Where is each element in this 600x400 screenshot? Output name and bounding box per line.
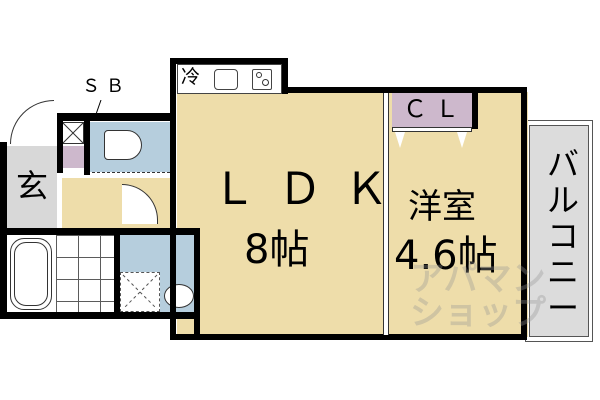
stove-icon — [252, 69, 272, 90]
shoe-box-storage — [63, 146, 84, 168]
fridge-label: 冷 — [181, 66, 201, 88]
ldk-size-label: 8帖 — [244, 227, 310, 273]
entrance — [7, 146, 57, 230]
bathtub-icon — [10, 238, 52, 310]
washer-space — [120, 272, 160, 312]
balcony — [525, 120, 593, 342]
ldk-room — [177, 92, 383, 337]
shoe-box-label: ＳＢ — [82, 76, 130, 97]
shoe-box — [62, 122, 84, 144]
entrance-label: 玄 — [16, 167, 49, 205]
washbasin-icon — [164, 284, 194, 308]
entrance-door — [10, 100, 54, 144]
sink-icon — [214, 69, 238, 90]
toilet-icon — [104, 130, 142, 160]
closet — [392, 93, 472, 127]
western-room-label: 洋室 — [408, 187, 476, 227]
closet-door — [392, 127, 472, 132]
western-room-size-label: 4.6帖 — [394, 233, 498, 279]
balcony-label: バ ル コ ニ ー — [547, 145, 580, 327]
ldk-label: ＬＤＫ — [212, 164, 410, 215]
closet-label: ＣＬ — [403, 95, 467, 123]
bathroom-tiles — [56, 235, 114, 313]
watermark: アパマン ショップ — [410, 259, 546, 333]
